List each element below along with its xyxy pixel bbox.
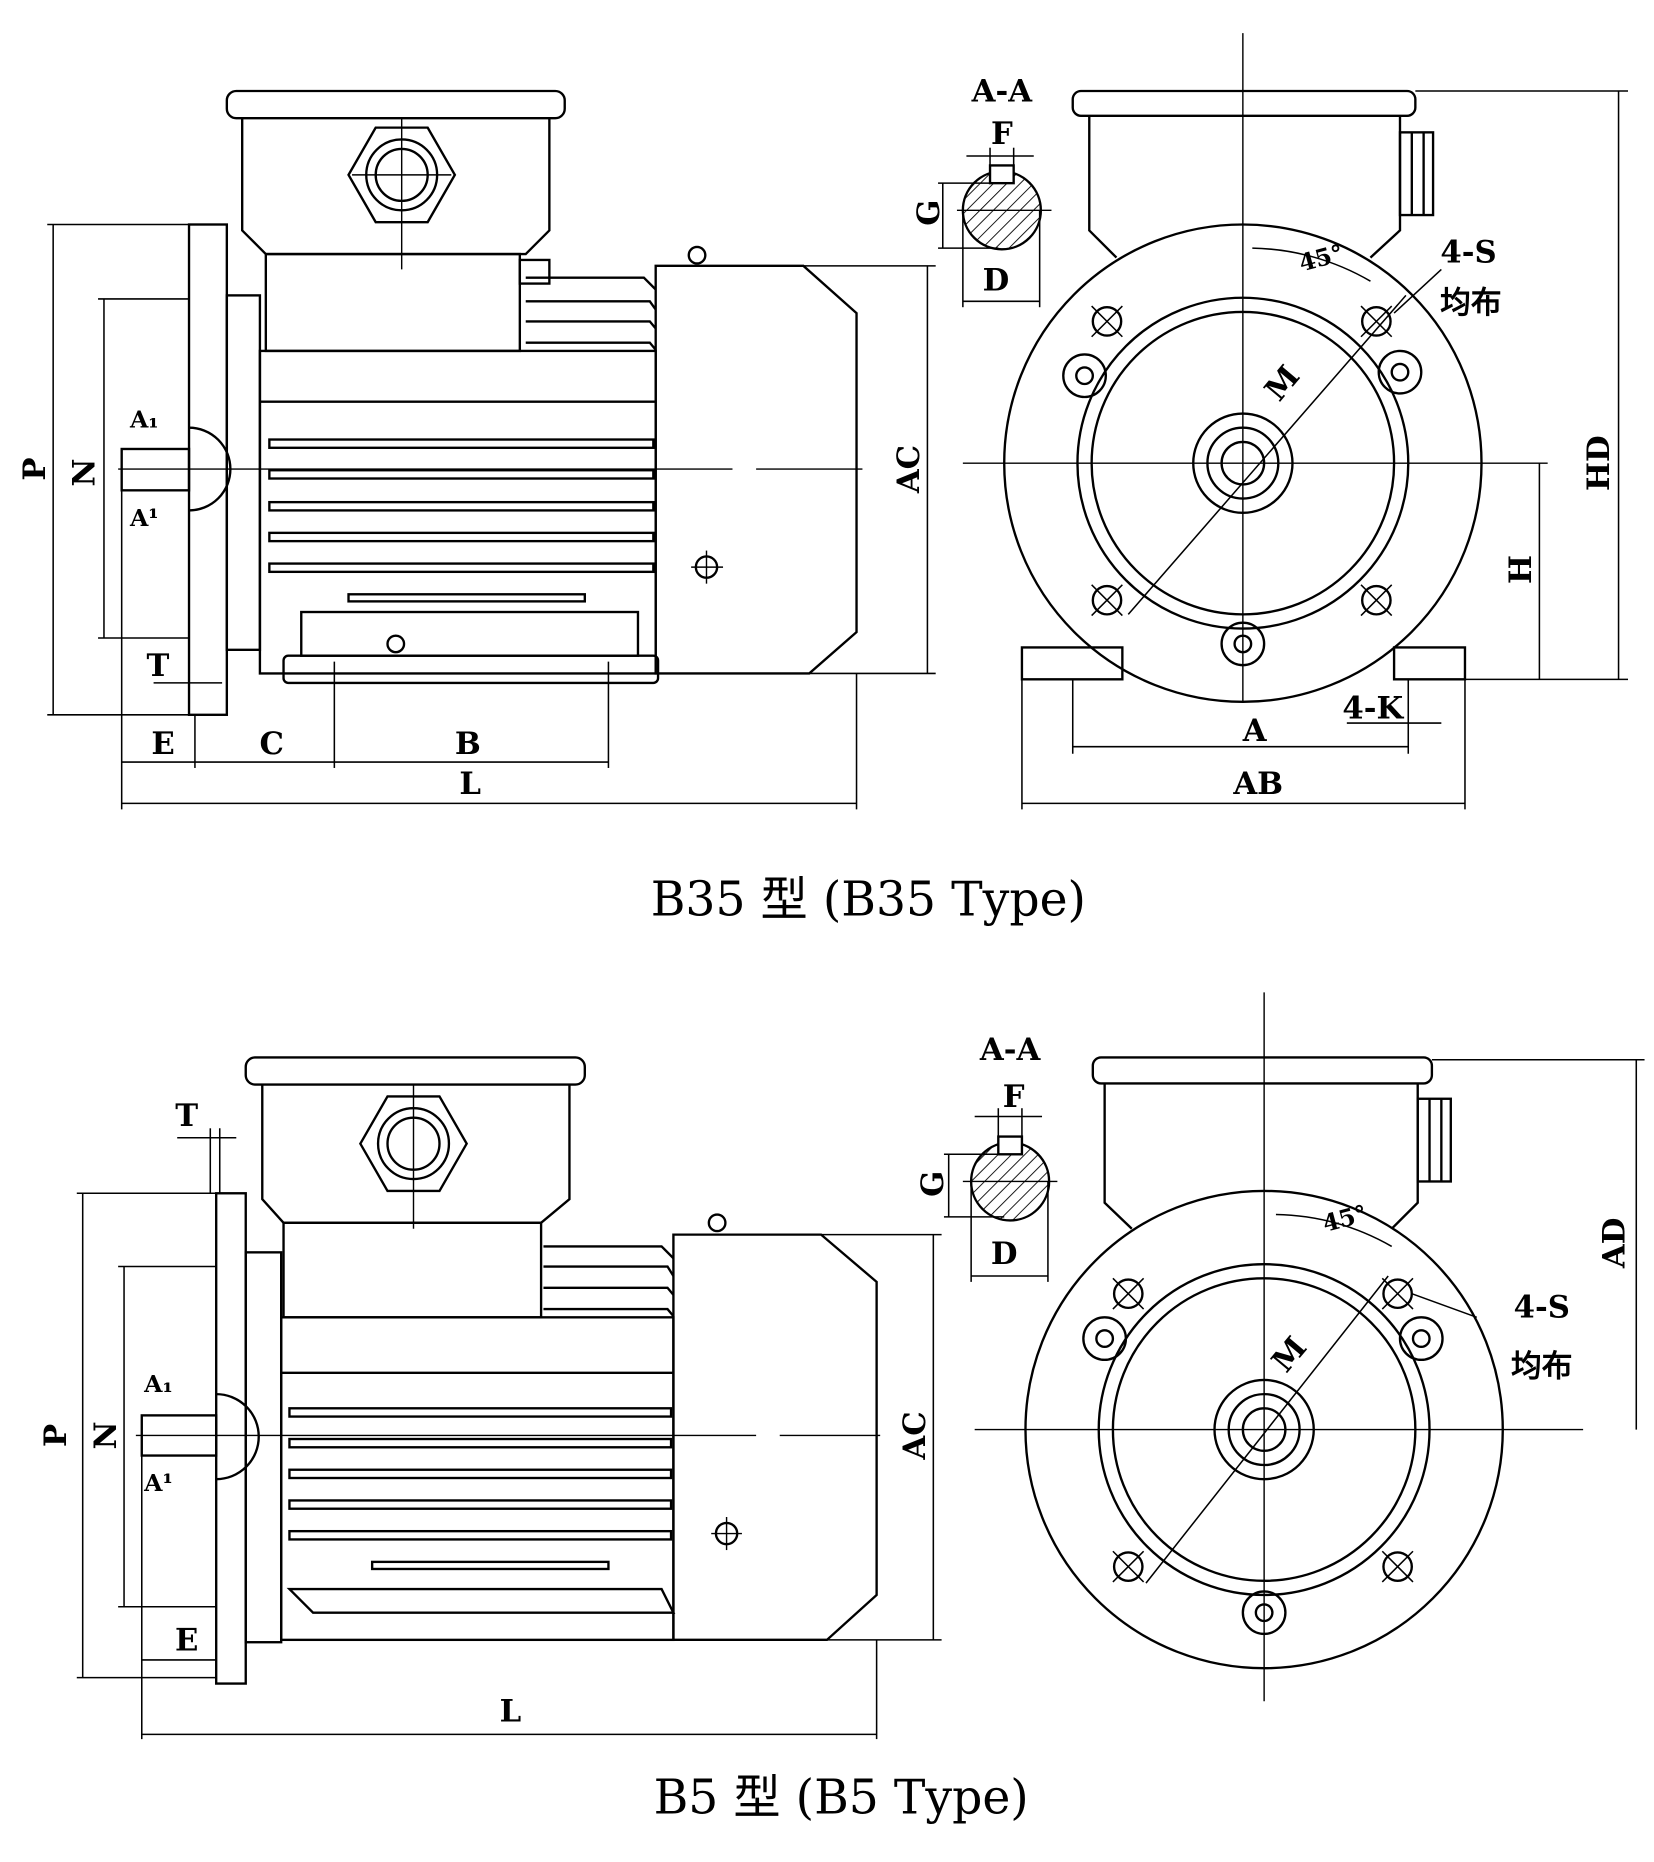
b35-shaft-section: A-A F G D bbox=[911, 74, 1052, 308]
dim-HD: HD bbox=[1581, 435, 1617, 491]
dim-AD: AD bbox=[1596, 1218, 1632, 1269]
dim-E: E bbox=[175, 1622, 198, 1658]
dim-T: T bbox=[175, 1098, 198, 1134]
dim-C: C bbox=[260, 726, 284, 762]
dim-F: F bbox=[991, 116, 1013, 152]
holes-4-S: 4-S bbox=[1514, 1289, 1570, 1325]
holes-4-S: 4-S bbox=[1440, 234, 1496, 270]
dim-L: L bbox=[500, 1693, 522, 1729]
dim-AC: AC bbox=[891, 445, 927, 494]
dim-AC: AC bbox=[897, 1411, 933, 1460]
section-mark-a1-top: A₁ bbox=[143, 1370, 173, 1398]
bolt-holes bbox=[1062, 305, 1423, 667]
dim-F: F bbox=[1003, 1079, 1025, 1115]
b35-title: B35 型 (B35 Type) bbox=[651, 873, 1086, 928]
evenly-distributed: 均布 bbox=[1511, 1348, 1572, 1384]
evenly-distributed: 均布 bbox=[1440, 285, 1501, 321]
dim-H: H bbox=[1503, 555, 1539, 584]
b5-front-view: 45° 4-S 均布 M AD bbox=[974, 992, 1645, 1702]
section-mark-a1-top: A₁ bbox=[129, 406, 159, 434]
section-title: A-A bbox=[979, 1032, 1042, 1068]
b5-side-view: T P N A₁ A¹ E L AC bbox=[38, 1056, 942, 1740]
dim-P: P bbox=[38, 1424, 74, 1447]
section-title: A-A bbox=[971, 74, 1034, 110]
dim-B: B bbox=[455, 726, 481, 762]
cable-gland bbox=[347, 126, 457, 224]
cooling-fins bbox=[268, 438, 655, 603]
dim-AB: AB bbox=[1232, 766, 1283, 802]
dim-4-K: 4-K bbox=[1342, 690, 1404, 726]
b5-title: B5 型 (B5 Type) bbox=[654, 1771, 1029, 1826]
dim-D: D bbox=[991, 1236, 1018, 1272]
dim-M: M bbox=[1258, 359, 1307, 408]
dim-T: T bbox=[146, 648, 169, 684]
section-mark-a1-bottom: A¹ bbox=[129, 504, 159, 532]
b35-front-view: 45° 4-S 均布 M HD H A AB 4-K bbox=[962, 33, 1629, 810]
dim-A: A bbox=[1242, 713, 1268, 749]
dim-P: P bbox=[17, 458, 53, 481]
dim-N: N bbox=[88, 1421, 124, 1449]
dim-N: N bbox=[67, 459, 103, 487]
dim-G: G bbox=[911, 200, 947, 226]
angle-45: 45° bbox=[1296, 239, 1346, 278]
section-mark-a1-bottom: A¹ bbox=[143, 1469, 173, 1497]
b5-shaft-section: A-A F G D bbox=[915, 1032, 1058, 1282]
dim-E: E bbox=[151, 726, 174, 762]
b35-side-view: P N A₁ A¹ T E C B L AC bbox=[17, 89, 936, 810]
dim-L: L bbox=[459, 766, 481, 802]
dim-M: M bbox=[1265, 1330, 1314, 1379]
dim-D: D bbox=[983, 263, 1010, 299]
dim-G: G bbox=[915, 1171, 951, 1197]
